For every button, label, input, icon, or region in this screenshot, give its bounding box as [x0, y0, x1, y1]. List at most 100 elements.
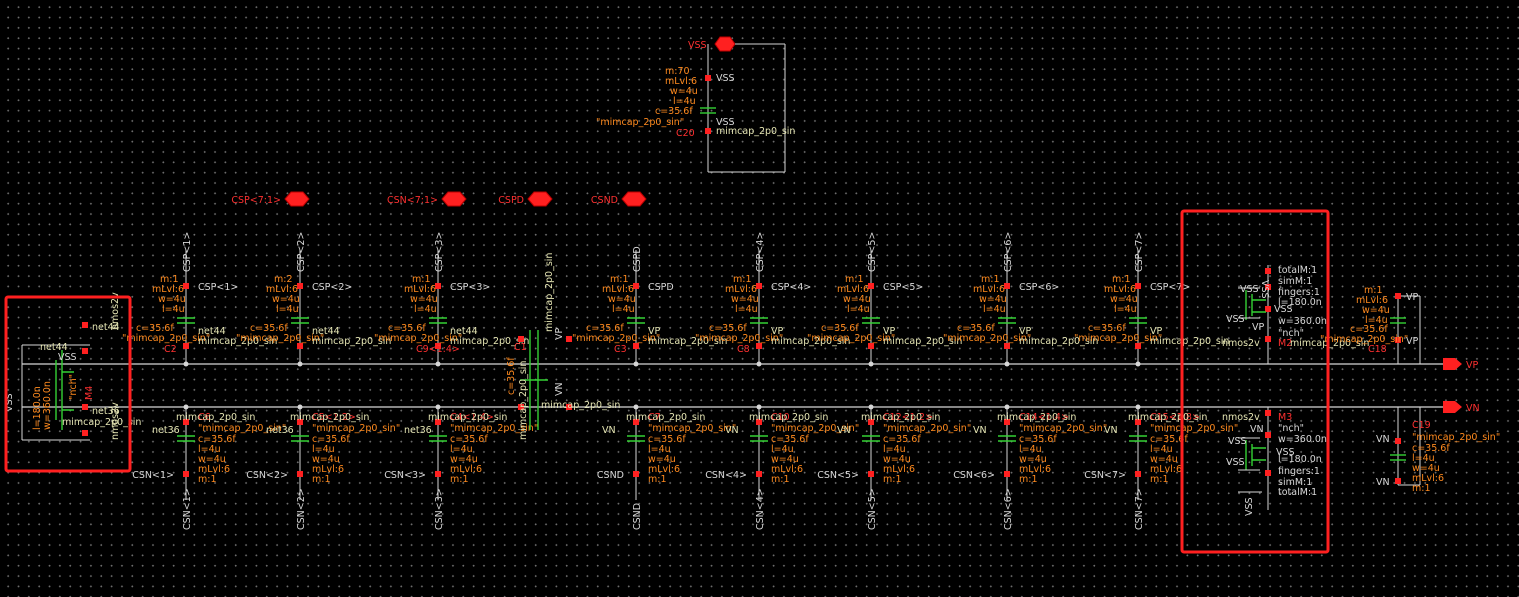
- input-pin-csnd[interactable]: CSND: [591, 191, 647, 207]
- input-pin-cspd[interactable]: CSPD: [498, 191, 553, 207]
- cap-c19[interactable]: C19 "mimcap_2p0_sin" c=35.6f l=4u w=4u m…: [1376, 407, 1500, 494]
- junction: [435, 361, 441, 367]
- terminal[interactable]: [868, 471, 874, 477]
- cap-l: l=4u: [735, 304, 758, 315]
- terminal[interactable]: [435, 471, 441, 477]
- svg-text:w=4u: w=4u: [1362, 305, 1390, 316]
- terminal[interactable]: [297, 343, 303, 349]
- terminal[interactable]: [1004, 419, 1010, 425]
- cap-cell: mimcap_2p0_sin: [176, 412, 255, 423]
- terminal[interactable]: [756, 471, 762, 477]
- input-pin-csn[interactable]: CSN<7:1>: [387, 191, 467, 207]
- center-cap-block[interactable]: mimcap_2p0_sin mimcap_2p0_sin mimcap_2p0…: [506, 253, 620, 440]
- cap-signal: CSN<4>: [755, 488, 766, 530]
- terminal[interactable]: [633, 343, 639, 349]
- terminal[interactable]: [1004, 343, 1010, 349]
- bottom-cap-1[interactable]: C6"mimcap_2p0_sin"c=35.6fl=4uw=4umLvl:6m…: [132, 404, 286, 531]
- cap-model: "mimcap_2p0_sin": [374, 333, 462, 344]
- terminal[interactable]: [183, 471, 189, 477]
- terminal[interactable]: [435, 419, 441, 425]
- cap-out-net: net44: [312, 326, 340, 337]
- bottom-cap-array[interactable]: C6"mimcap_2p0_sin"c=35.6fl=4uw=4umLvl:6m…: [132, 404, 1238, 531]
- terminal[interactable]: [1135, 283, 1141, 289]
- terminal[interactable]: [183, 419, 189, 425]
- nmos-m2[interactable]: VSS VSS VSS VSS VP totalM:1 simM:1 finge…: [1222, 265, 1369, 364]
- cap-mlvl: mLvl:6: [648, 464, 680, 475]
- top-cap-array[interactable]: CSP<1>CSP<1>m:1mLvl:6w=4ul=4uc=35.6f"mim…: [122, 232, 1229, 367]
- svg-text:VSS: VSS: [1226, 314, 1245, 325]
- terminal[interactable]: [1135, 419, 1141, 425]
- cap-mlvl: mLvl:6: [973, 284, 1005, 295]
- terminal[interactable]: [435, 283, 441, 289]
- svg-text:nmos2v: nmos2v: [1222, 338, 1260, 349]
- terminal[interactable]: [297, 283, 303, 289]
- terminal[interactable]: [868, 419, 874, 425]
- svg-text:l=180.0n: l=180.0n: [1278, 454, 1322, 465]
- svg-text:fingers:1: fingers:1: [1278, 287, 1320, 298]
- terminal[interactable]: [435, 343, 441, 349]
- cap-signal: CSN<3>: [434, 488, 445, 530]
- top-cap-8[interactable]: CSP<7>CSP<7>m:1mLvl:6w=4ul=4uc=35.6f"mim…: [1074, 232, 1229, 367]
- left-mos-block[interactable]: VSS net44 net44 net36 nmos2v nmos2v M4 l…: [4, 292, 141, 441]
- top-cap-7[interactable]: CSP<6>CSP<6>m:1mLvl:6w=4ul=4uc=35.6f"mim…: [943, 232, 1098, 367]
- top-cap-1[interactable]: CSP<1>CSP<1>m:1mLvl:6w=4ul=4uc=35.6f"mim…: [122, 232, 277, 367]
- terminal[interactable]: [183, 283, 189, 289]
- terminal[interactable]: [633, 471, 639, 477]
- top-cap-3[interactable]: CSP<3>CSP<3>m:1mLvl:6w=4ul=4uc=35.6f"mim…: [374, 232, 529, 367]
- nmos-m3[interactable]: VSS VSS VSS VSS VN nmos2v M3 "nch" w=360…: [1222, 407, 1327, 516]
- svg-text:nmos2v: nmos2v: [1222, 412, 1260, 423]
- cap-net: CSN<7>: [1084, 470, 1126, 481]
- cap-c18[interactable]: m:1 mLvl:6 w=4u l=4u c=35.6f "mimcap_2p0…: [1320, 285, 1421, 364]
- vp-pin[interactable]: VP: [1443, 358, 1478, 371]
- bottom-cap-4[interactable]: C7"mimcap_2p0_sin"c=35.6fl=4uw=4umLvl:6m…: [597, 404, 736, 531]
- bottom-cap-8[interactable]: C15<1:8>"mimcap_2p0_sin"c=35.6fl=4uw=4um…: [1084, 404, 1238, 531]
- terminal[interactable]: [633, 283, 639, 289]
- terminal[interactable]: [183, 343, 189, 349]
- cap-top-net: VN: [973, 425, 987, 436]
- top-cap-2[interactable]: CSP<2>CSP<2>m:2mLvl:6w=4ul=4uc=35.6f"mim…: [236, 232, 391, 367]
- cap-w: w=4u: [979, 294, 1007, 305]
- bottom-cap-3[interactable]: C4<1:4>"mimcap_2p0_sin"c=35.6fl=4uw=4umL…: [384, 404, 538, 531]
- input-pins[interactable]: CSP<7:1> CSN<7:1> CSPD CSND: [231, 191, 647, 207]
- cap-c: c=35.6f: [709, 323, 747, 334]
- terminal[interactable]: [1135, 343, 1141, 349]
- top-cap-5[interactable]: CSP<4>CSP<4>m:1mLvl:6w=4ul=4uc=35.6f"mim…: [695, 232, 850, 367]
- bottom-cap-2[interactable]: C5<1:2>"mimcap_2p0_sin"c=35.6fl=4uw=4umL…: [246, 404, 400, 531]
- top-cap-6[interactable]: CSP<5>CSP<5>m:1mLvl:6w=4ul=4uc=35.6f"mim…: [807, 232, 962, 367]
- terminal[interactable]: [756, 343, 762, 349]
- terminal[interactable]: [1004, 471, 1010, 477]
- cap-out-net: VP: [1019, 326, 1031, 337]
- terminal[interactable]: [297, 471, 303, 477]
- terminal[interactable]: [868, 283, 874, 289]
- svg-text:nmos2v: nmos2v: [110, 402, 121, 440]
- input-pin-csp[interactable]: CSP<7:1>: [231, 191, 310, 207]
- bottom-cap-5[interactable]: C10"mimcap_2p0_sin"c=35.6fl=4uw=4umLvl:6…: [705, 404, 859, 531]
- terminal[interactable]: [297, 419, 303, 425]
- vn-pin[interactable]: VN: [1443, 401, 1480, 414]
- cap-net: CSP<7>: [1150, 282, 1190, 293]
- terminal[interactable]: [1135, 471, 1141, 477]
- svg-text:VSS: VSS: [716, 117, 735, 128]
- terminal[interactable]: [756, 419, 762, 425]
- top-cap-4[interactable]: CSPDCSPDm:1mLvl:6w=4ul=4uc=35.6f"mimcap_…: [572, 246, 727, 367]
- svg-text:mimcap_2p0_sin: mimcap_2p0_sin: [62, 417, 141, 428]
- terminal[interactable]: [868, 343, 874, 349]
- cap-l: l=4u: [612, 304, 635, 315]
- cap-l: l=4u: [847, 304, 870, 315]
- cap-signal: CSN<2>: [296, 488, 307, 530]
- terminal[interactable]: [756, 283, 762, 289]
- terminal[interactable]: [633, 419, 639, 425]
- bottom-cap-6[interactable]: C12<1:2>"mimcap_2p0_sin"c=35.6fl=4uw=4um…: [817, 404, 971, 531]
- bottom-cap-7[interactable]: C14<1:4>"mimcap_2p0_sin"c=35.6fl=4uw=4um…: [953, 404, 1107, 531]
- cap-model: "mimcap_2p0_sin": [1074, 333, 1162, 344]
- cap-inst: C8: [737, 344, 750, 355]
- cap-l: l=4u: [162, 304, 185, 315]
- cap-inst: C3: [614, 344, 627, 355]
- svg-text:VSS: VSS: [4, 393, 15, 412]
- pin-label: CSND: [591, 195, 618, 206]
- cap-c: c=35.6f: [312, 434, 350, 445]
- terminal[interactable]: [1004, 283, 1010, 289]
- cap-top-net: net36: [266, 425, 294, 436]
- cap-c20[interactable]: VSS m:70 mLvl:6 w=4u l=4u c=35.6f "mimca…: [596, 36, 795, 173]
